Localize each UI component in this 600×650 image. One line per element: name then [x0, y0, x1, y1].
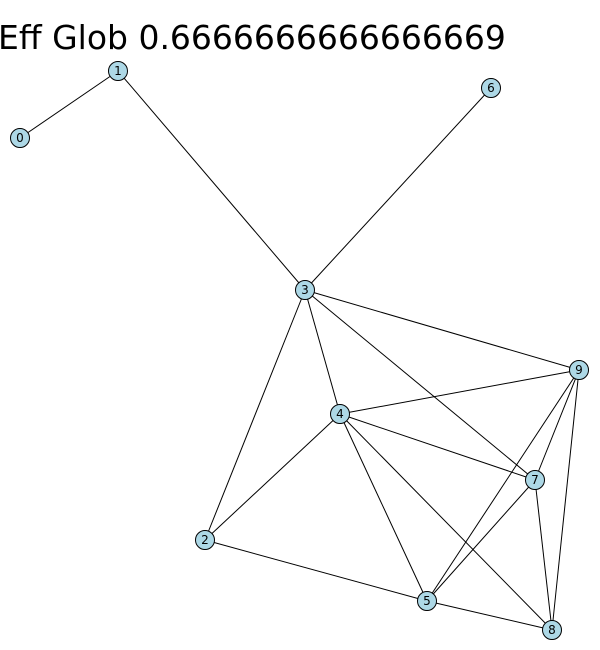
- node-circle-0: [10, 128, 30, 148]
- node-circle-1: [108, 61, 128, 81]
- edge-5-7: [426, 479, 536, 602]
- nodes-layer: 0 1 2 3 4 5 6 7 8 9: [10, 61, 589, 640]
- edge-6-3: [304, 87, 492, 291]
- node-7: 7: [525, 470, 545, 490]
- node-6: 6: [481, 78, 501, 98]
- node-label-9: 9: [575, 363, 583, 377]
- node-1: 1: [108, 61, 128, 81]
- node-circle-7: [525, 470, 545, 490]
- node-circle-4: [330, 404, 350, 424]
- node-label-4: 4: [336, 407, 344, 421]
- node-label-3: 3: [301, 283, 309, 297]
- edge-2-5: [204, 539, 428, 602]
- node-0: 0: [10, 128, 30, 148]
- edge-5-9: [426, 369, 580, 602]
- graph-title: Eff Glob 0.6666666666666669: [0, 18, 506, 57]
- edge-7-9: [534, 369, 580, 481]
- edge-3-2: [204, 289, 306, 541]
- node-9: 9: [569, 360, 589, 380]
- node-8: 8: [542, 620, 562, 640]
- node-circle-3: [295, 280, 315, 300]
- node-circle-5: [417, 591, 437, 611]
- edge-3-7: [304, 289, 536, 481]
- edge-4-8: [339, 413, 553, 631]
- node-2: 2: [195, 530, 215, 550]
- node-circle-6: [481, 78, 501, 98]
- node-circle-9: [569, 360, 589, 380]
- node-label-6: 6: [487, 81, 495, 95]
- edge-0-1: [19, 70, 119, 139]
- edge-9-8: [551, 369, 580, 631]
- edge-5-8: [426, 600, 553, 631]
- node-label-8: 8: [548, 623, 556, 637]
- node-label-2: 2: [201, 533, 209, 547]
- edges-layer: [19, 70, 580, 631]
- edge-1-3: [117, 70, 306, 291]
- node-circle-2: [195, 530, 215, 550]
- node-4: 4: [330, 404, 350, 424]
- edge-4-5: [339, 413, 428, 602]
- node-5: 5: [417, 591, 437, 611]
- node-label-1: 1: [114, 64, 122, 78]
- edge-3-9: [304, 289, 580, 371]
- edge-4-2: [204, 413, 341, 541]
- edge-7-8: [534, 479, 553, 631]
- node-circle-8: [542, 620, 562, 640]
- node-label-0: 0: [16, 131, 24, 145]
- edge-3-4: [304, 289, 341, 415]
- edge-4-7: [339, 413, 536, 481]
- node-label-5: 5: [423, 594, 431, 608]
- node-label-7: 7: [531, 473, 539, 487]
- edge-4-9: [339, 369, 580, 415]
- node-3: 3: [295, 280, 315, 300]
